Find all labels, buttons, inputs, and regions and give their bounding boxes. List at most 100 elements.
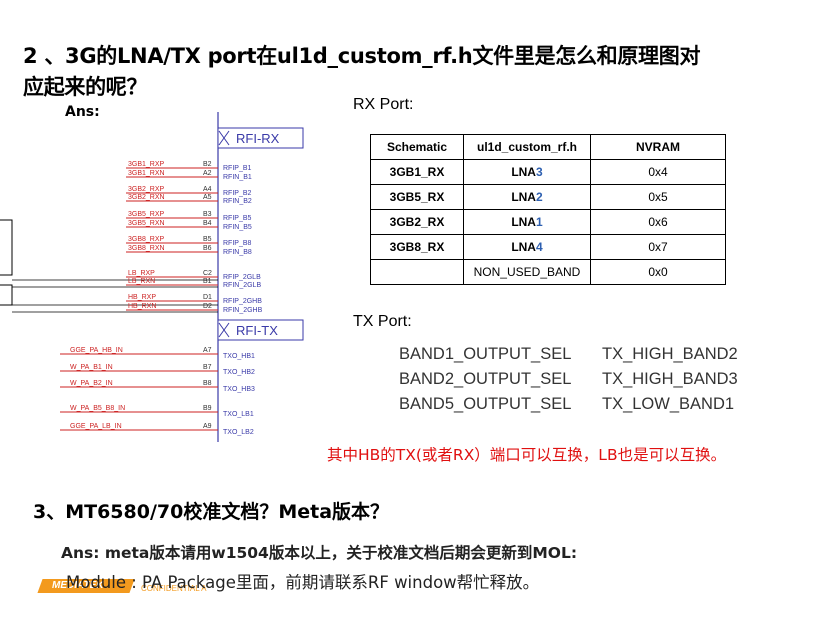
- rfi-rx-connector-icon: [218, 130, 230, 146]
- tx-band-target: TX_LOW_BAND1: [602, 395, 735, 413]
- rx-net-label: 3GB8_RXN: [128, 245, 165, 252]
- cell-custom-rf: LNA1: [463, 209, 591, 235]
- cell-schematic: 3GB8_RX: [370, 234, 464, 260]
- tx-net-label: W_PA_B1_IN: [70, 364, 113, 371]
- rx-pin-label: C2: [203, 270, 212, 277]
- header-custom-rf: ul1d_custom_rf.h: [463, 134, 591, 160]
- tx-pin-label: A7: [203, 347, 212, 354]
- rx-pin-label: B5: [203, 236, 212, 243]
- question-2-title-line1: 2 、3G的LNA/TX port在ul1d_custom_rf.h文件里是怎么…: [23, 44, 701, 68]
- header-nvram: NVRAM: [590, 134, 726, 160]
- question-2-title-line2: 应起来的呢？: [23, 75, 148, 99]
- rx-net-label: HB_RXN: [128, 303, 156, 310]
- tx-net-label: W_PA_B2_IN: [70, 380, 113, 387]
- rx-pin-label: B6: [203, 245, 212, 252]
- question-3-title: 3、MT6580/70校准文档？Meta版本？: [33, 501, 390, 523]
- rx-port-label: RFIN_B2: [223, 198, 252, 205]
- rx-pin-label: A4: [203, 186, 212, 193]
- cell-nvram: 0x5: [590, 184, 726, 210]
- tx-net-label: GGE_PA_LB_IN: [70, 423, 122, 430]
- rx-port-label: RFIP_2GLB: [223, 274, 261, 281]
- tx-port-label: TXO_LB1: [223, 411, 254, 418]
- rx-pin-label: D1: [203, 294, 212, 301]
- rx-pin-label: B3: [203, 211, 212, 218]
- cell-schematic: 3GB1_RX: [370, 159, 464, 185]
- rx-net-label: 3GB1_RXN: [128, 170, 165, 177]
- header-schematic: Schematic: [370, 134, 464, 160]
- rx-port-label: RFIN_B5: [223, 224, 252, 231]
- tx-pin-label: B9: [203, 405, 212, 412]
- lna-prefix: LNA: [511, 215, 536, 229]
- cell-custom-rf: LNA2: [463, 184, 591, 210]
- lna-number: 2: [535, 190, 543, 204]
- rfi-rx-label: RFI-RX: [236, 131, 280, 146]
- tx-band-target: TX_HIGH_BAND3: [602, 370, 738, 388]
- cell-schematic: [370, 259, 464, 285]
- rx-port-label: RFIP_B5: [223, 215, 252, 222]
- tx-band-sel: BAND1_OUTPUT_SEL: [399, 345, 572, 363]
- table-header-row: Schematic ul1d_custom_rf.h NVRAM: [370, 134, 726, 160]
- tx-net-label: GGE_PA_HB_IN: [70, 347, 123, 354]
- tx-port-label: TXO_HB2: [223, 369, 255, 376]
- rx-port-label: RFIP_2GHB: [223, 298, 262, 305]
- rx-port-label: RFIN_B8: [223, 249, 252, 256]
- lna-number: 4: [535, 240, 543, 254]
- rx-net-label: 3GB8_RXP: [128, 236, 165, 243]
- rx-port-label: RFIP_B8: [223, 240, 252, 247]
- tx-port-label: TXO_HB1: [223, 353, 255, 360]
- rx-port-label: RFIP_B2: [223, 190, 252, 197]
- rfi-tx-label: RFI-TX: [236, 323, 278, 338]
- lna-prefix: NON_USED_BAND: [473, 265, 581, 279]
- tx-net-label: W_PA_B5_B8_IN: [70, 405, 125, 412]
- tx-band-target: TX_HIGH_BAND2: [602, 345, 738, 363]
- rx-port-label: RFIN_2GLB: [223, 282, 261, 289]
- rx-net-label: 3GB1_RXP: [128, 161, 165, 168]
- cell-custom-rf: NON_USED_BAND: [463, 259, 591, 285]
- tx-pin-label: B7: [203, 364, 212, 371]
- rx-net-label: HB_RXP: [128, 294, 156, 301]
- rx-net-label: 3GB2_RXN: [128, 194, 165, 201]
- tx-band-sel: BAND5_OUTPUT_SEL: [399, 395, 572, 413]
- rx-net-label: LB_RXP: [128, 270, 155, 277]
- lna-prefix: LNA: [511, 190, 536, 204]
- rx-port-label: RFIN_2GHB: [223, 307, 263, 314]
- rx-net-label: 3GB5_RXP: [128, 211, 165, 218]
- rx-port-label: RFIN_B1: [223, 174, 252, 181]
- rx-pin-label: A2: [203, 170, 212, 177]
- rx-port-label: RX Port:: [353, 96, 414, 113]
- lna-prefix: LNA: [511, 165, 536, 179]
- tx-pin-label: A9: [203, 423, 212, 430]
- cell-custom-rf: LNA3: [463, 159, 591, 185]
- rx-port-label: RFIP_B1: [223, 165, 252, 172]
- cell-custom-rf: LNA4: [463, 234, 591, 260]
- rx-pin-label: B4: [203, 220, 212, 227]
- cell-nvram: 0x4: [590, 159, 726, 185]
- lna-prefix: LNA: [511, 240, 536, 254]
- rx-net-label: 3GB5_RXN: [128, 220, 165, 227]
- rfi-tx-connector-icon: [218, 322, 230, 338]
- tx-port-label: TXO_HB3: [223, 386, 255, 393]
- rx-pin-label: D2: [203, 303, 212, 310]
- cell-nvram: 0x7: [590, 234, 726, 260]
- rx-net-label: 3GB2_RXP: [128, 186, 165, 193]
- tx-pin-label: B8: [203, 380, 212, 387]
- lna-number: 3: [535, 165, 543, 179]
- rx-pin-label: A5: [203, 194, 212, 201]
- tx-port-label: TX Port:: [353, 313, 412, 330]
- cell-nvram: 0x6: [590, 209, 726, 235]
- rx-pin-label: B2: [203, 161, 212, 168]
- tx-port-label: TXO_LB2: [223, 429, 254, 436]
- q3-answer-line1: Ans: meta版本请用w1504版本以上，关于校准文档后期会更新到MOL:: [61, 544, 578, 562]
- tx-band-sel: BAND2_OUTPUT_SEL: [399, 370, 572, 388]
- cell-schematic: 3GB2_RX: [370, 209, 464, 235]
- q2-answer-label: Ans:: [65, 104, 100, 120]
- rx-port-mapping-table: Schematic ul1d_custom_rf.h NVRAM 3GB1_RX…: [370, 134, 726, 285]
